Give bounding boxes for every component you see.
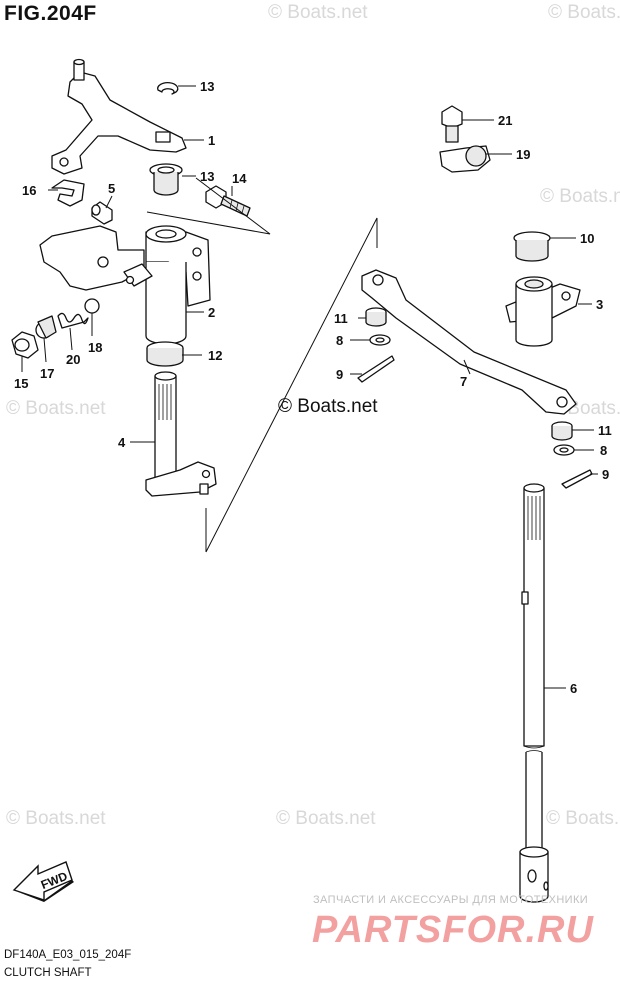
grease-nipple-part bbox=[91, 201, 113, 225]
callout-20: 20 bbox=[66, 352, 80, 367]
bushing-12-part bbox=[146, 341, 184, 367]
nut-11-lower-part bbox=[551, 421, 573, 441]
clamp-19-part bbox=[439, 145, 491, 173]
watermark: © Boats.net bbox=[268, 2, 368, 23]
callout-6: 6 bbox=[570, 681, 577, 696]
shift-lever-3-part bbox=[505, 276, 581, 347]
assembly-link-line bbox=[205, 217, 378, 553]
copyright-label: © Boats.net bbox=[278, 396, 378, 417]
callout-2: 2 bbox=[208, 305, 215, 320]
callout-5: 5 bbox=[108, 181, 115, 196]
e-clip-upper-part bbox=[157, 81, 179, 95]
link-rod-7-part bbox=[361, 269, 577, 415]
cotter-pin-9-upper-part bbox=[357, 355, 395, 383]
leader-lines-left bbox=[21, 85, 271, 552]
watermark: © Boats.net bbox=[6, 808, 106, 829]
model-code: DF140A_E03_015_204F bbox=[4, 949, 132, 961]
callout-10: 10 bbox=[580, 231, 594, 246]
plug-15-part bbox=[11, 331, 39, 359]
callout-7: 7 bbox=[460, 374, 467, 389]
clutch-shaft-housing-part bbox=[39, 225, 211, 345]
cotter-pin-9-lower-part bbox=[561, 469, 593, 489]
callout-9: 9 bbox=[336, 367, 343, 382]
clutch-shaft-upper-part bbox=[145, 371, 217, 497]
bolt-21-part bbox=[441, 105, 463, 143]
callout-8: 8 bbox=[336, 333, 343, 348]
watermark: © Boats.net bbox=[546, 808, 620, 829]
washer-8-upper-part bbox=[369, 334, 391, 346]
callout-11: 11 bbox=[334, 311, 348, 326]
watermark: © Boats.net bbox=[548, 2, 620, 23]
plug-10-part bbox=[513, 231, 551, 262]
watermark: © Boats.net bbox=[540, 186, 620, 207]
callout-18: 18 bbox=[88, 340, 102, 355]
ball-18-part bbox=[84, 298, 100, 314]
callout-15: 15 bbox=[14, 376, 28, 391]
callout-11: 11 bbox=[598, 423, 612, 438]
callout-13: 13 bbox=[200, 169, 214, 184]
shop-tagline: ЗАПЧАСТИ И АКСЕССУАРЫ ДЛЯ МОТОТЕХНИКИ bbox=[313, 894, 589, 906]
bolt-14-part bbox=[205, 185, 251, 217]
leader-lines-right bbox=[350, 119, 598, 689]
shift-rod-6-part bbox=[519, 483, 549, 903]
watermark: © Boats.net bbox=[276, 808, 376, 829]
clip-16-part bbox=[51, 179, 85, 207]
callout-3: 3 bbox=[596, 297, 603, 312]
figure-name: CLUTCH SHAFT bbox=[4, 967, 92, 979]
callout-8: 8 bbox=[600, 443, 607, 458]
callout-4: 4 bbox=[118, 435, 126, 450]
callout-14: 14 bbox=[232, 171, 247, 186]
bushing-part bbox=[149, 163, 183, 196]
watermark: © Boats.net bbox=[6, 398, 106, 419]
callout-17: 17 bbox=[40, 366, 54, 381]
callout-9: 9 bbox=[602, 467, 609, 482]
callout-16: 16 bbox=[22, 183, 36, 198]
nut-11-upper-part bbox=[365, 307, 387, 327]
callout-labels: 13 1 13 14 16 5 2 15 17 20 18 12 4 21 19… bbox=[14, 79, 612, 696]
callout-12: 12 bbox=[208, 348, 222, 363]
spring-20-part bbox=[57, 312, 89, 329]
shop-logo: PARTSFOR.RU bbox=[312, 909, 594, 951]
washer-8-lower-part bbox=[553, 444, 575, 456]
callout-21: 21 bbox=[498, 113, 512, 128]
callout-1: 1 bbox=[208, 133, 215, 148]
clutch-arm-part bbox=[51, 58, 187, 175]
spring-seat-17-part bbox=[35, 315, 57, 339]
callout-13: 13 bbox=[200, 79, 214, 94]
fwd-arrow-icon: FWD bbox=[12, 861, 74, 902]
callout-19: 19 bbox=[516, 147, 530, 162]
figure-title: FIG.204F bbox=[4, 2, 97, 25]
